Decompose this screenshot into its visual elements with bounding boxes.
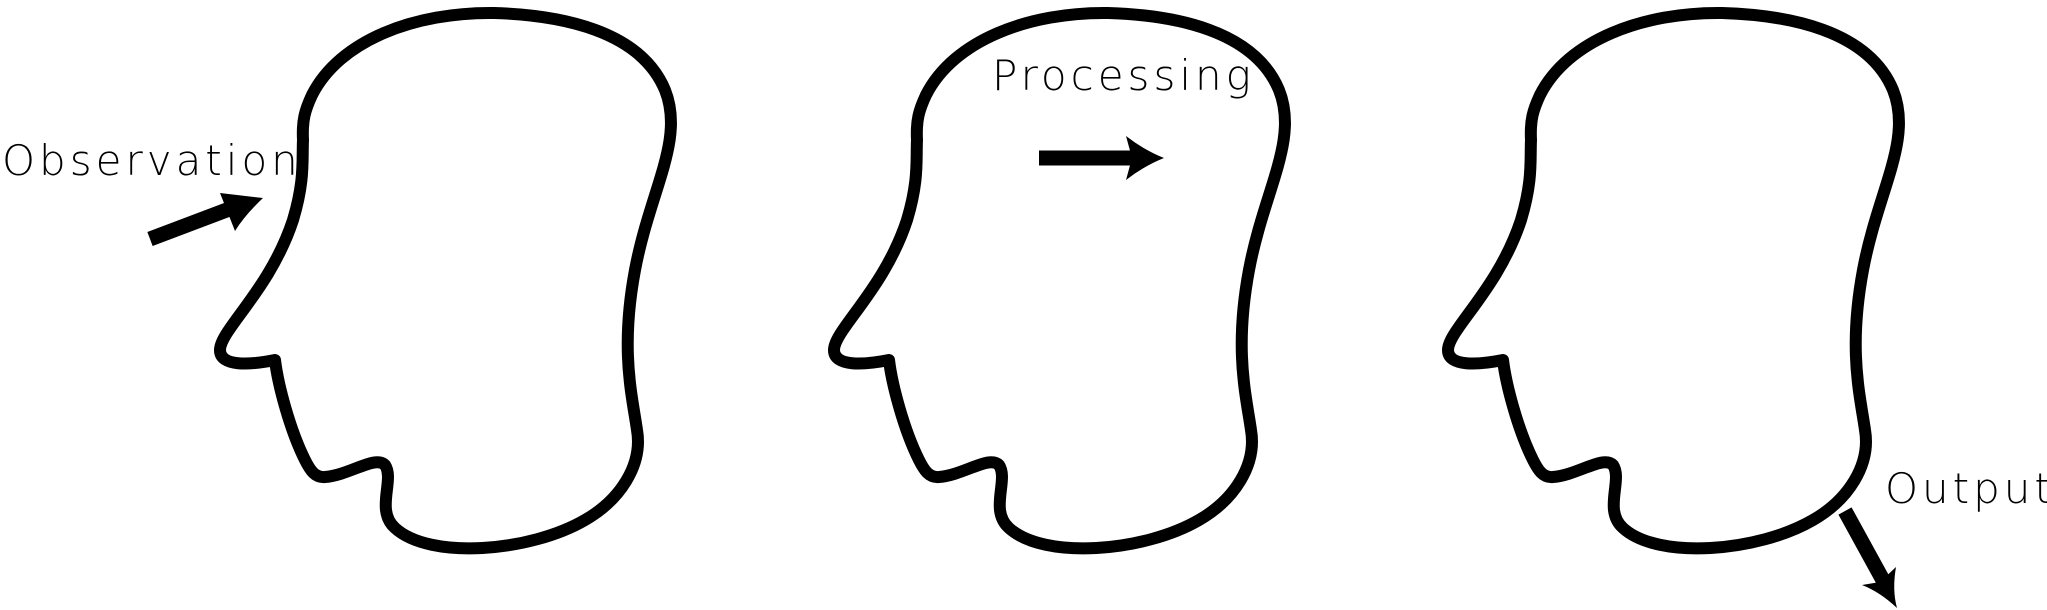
output-arrowhead [1862, 567, 1897, 608]
stage-output: Output [1448, 13, 2047, 586]
arrow-into-head [147, 193, 263, 247]
stage-processing: Processing [834, 13, 1285, 548]
arrow-out-of-head [1838, 507, 1891, 586]
head-outline-output [1448, 13, 1899, 548]
output-label: Output [1885, 464, 2047, 513]
stage-observation: Observation [2, 13, 671, 548]
processing-label: Processing [992, 51, 1255, 100]
observation-label: Observation [2, 136, 302, 185]
head-outline-observation [220, 13, 671, 548]
arrow-inside-head [1039, 136, 1164, 180]
